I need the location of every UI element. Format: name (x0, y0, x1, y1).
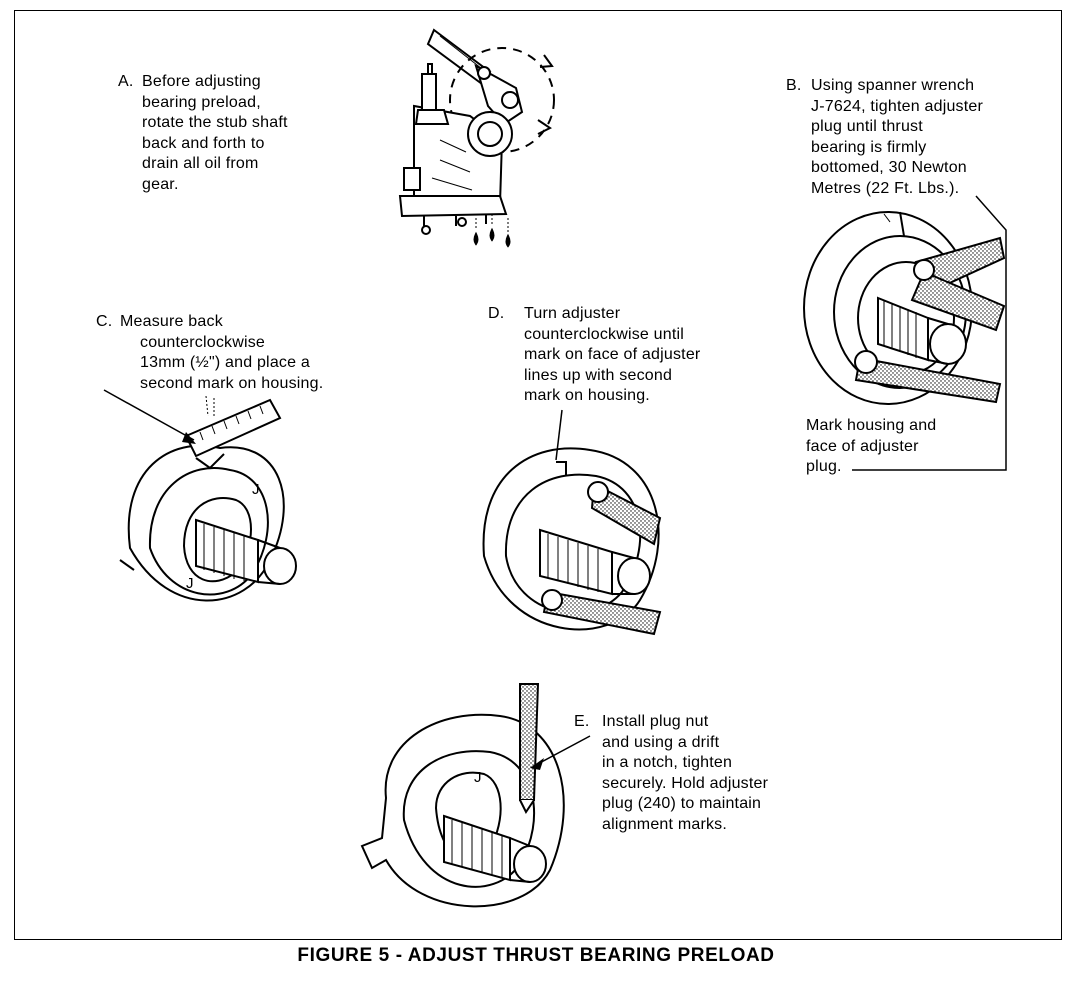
step-a-line-1: Before adjusting (142, 73, 261, 90)
mark-note-line-1: Mark housing and (806, 417, 937, 434)
step-a-letter: A. (118, 73, 134, 90)
steering-gear-drawing (398, 28, 555, 248)
mark-note-line-3: plug. (806, 458, 842, 475)
step-d: D. Turn adjuster counterclockwise until … (488, 304, 700, 407)
step-d-line-5: mark on housing. (524, 387, 650, 404)
mark-note: Mark housing and face of adjuster plug. (806, 416, 936, 478)
step-b-line-4: bearing is firmly (811, 138, 927, 156)
step-e-line-6: alignment marks. (602, 815, 728, 833)
step-e-line-4: securely. Hold adjuster (602, 774, 769, 792)
step-b-letter: B. (786, 77, 802, 94)
step-e-letter: E. (574, 713, 590, 730)
part-mark-c-upper: J (252, 481, 260, 498)
step-e: E. Install plug nut and using a drift in… (574, 712, 768, 835)
step-c-line-3: 13mm (½") and place a (140, 354, 310, 371)
step-a-line-4: back and forth to (142, 134, 265, 152)
step-e-line-3: in a notch, tighten (602, 754, 733, 771)
drift-leader (533, 735, 591, 767)
step-a: A. Before adjusting bearing preload, rot… (118, 72, 288, 195)
step-b-line-3: plug until thrust (811, 118, 923, 135)
step-c-line-4: second mark on housing. (140, 374, 324, 392)
step-c-line-2: counterclockwise (140, 333, 266, 351)
drift-leader-arrow (530, 758, 544, 770)
measure-tick-marks (205, 395, 215, 418)
ruler-leader-arrow (182, 432, 196, 444)
step-b: B. Using spanner wrench J-7624, tighten … (786, 76, 983, 199)
part-mark-c-lower: J (186, 575, 194, 592)
ruler-leader (103, 389, 195, 441)
step-a-line-2: bearing preload, (142, 93, 261, 111)
step-e-line-2: and using a drift (602, 733, 720, 751)
part-mark-e: J (474, 769, 482, 786)
step-c-letter: C. (96, 313, 113, 330)
step-d-line-4: lines up with second (524, 366, 673, 384)
spanner-wrench-drawing (803, 211, 1006, 405)
figure-frame (14, 10, 1062, 940)
mark-note-line-2: face of adjuster (806, 437, 919, 455)
mark-note-leader (852, 195, 1007, 471)
housing-mark-leader (555, 409, 563, 461)
figure-caption: FIGURE 5 - ADJUST THRUST BEARING PRELOAD (297, 945, 775, 966)
step-d-line-1: Turn adjuster (524, 305, 621, 322)
step-b-line-2: J-7624, tighten adjuster (811, 97, 984, 115)
step-e-line-1: Install plug nut (602, 713, 709, 730)
step-a-line-6: gear. (142, 175, 179, 193)
step-b-line-5: bottomed, 30 Newton (811, 159, 967, 176)
step-d-line-3: mark on face of adjuster (524, 346, 701, 363)
measure-mark-drawing (119, 398, 297, 602)
step-d-line-2: counterclockwise until (524, 325, 685, 343)
step-b-line-6: Metres (22 Ft. Lbs.). (811, 179, 960, 197)
step-c: C. Measure back counterclockwise 13mm (½… (96, 312, 323, 394)
step-a-line-3: rotate the stub shaft (142, 114, 288, 131)
step-b-line-1: Using spanner wrench (811, 77, 975, 94)
step-d-letter: D. (488, 305, 505, 322)
adjuster-turn-drawing (482, 447, 662, 636)
step-c-line-1: Measure back (120, 313, 223, 330)
plug-nut-drawing (360, 683, 565, 908)
step-a-line-5: drain all oil from (142, 155, 259, 172)
step-e-line-5: plug (240) to maintain (602, 795, 762, 812)
